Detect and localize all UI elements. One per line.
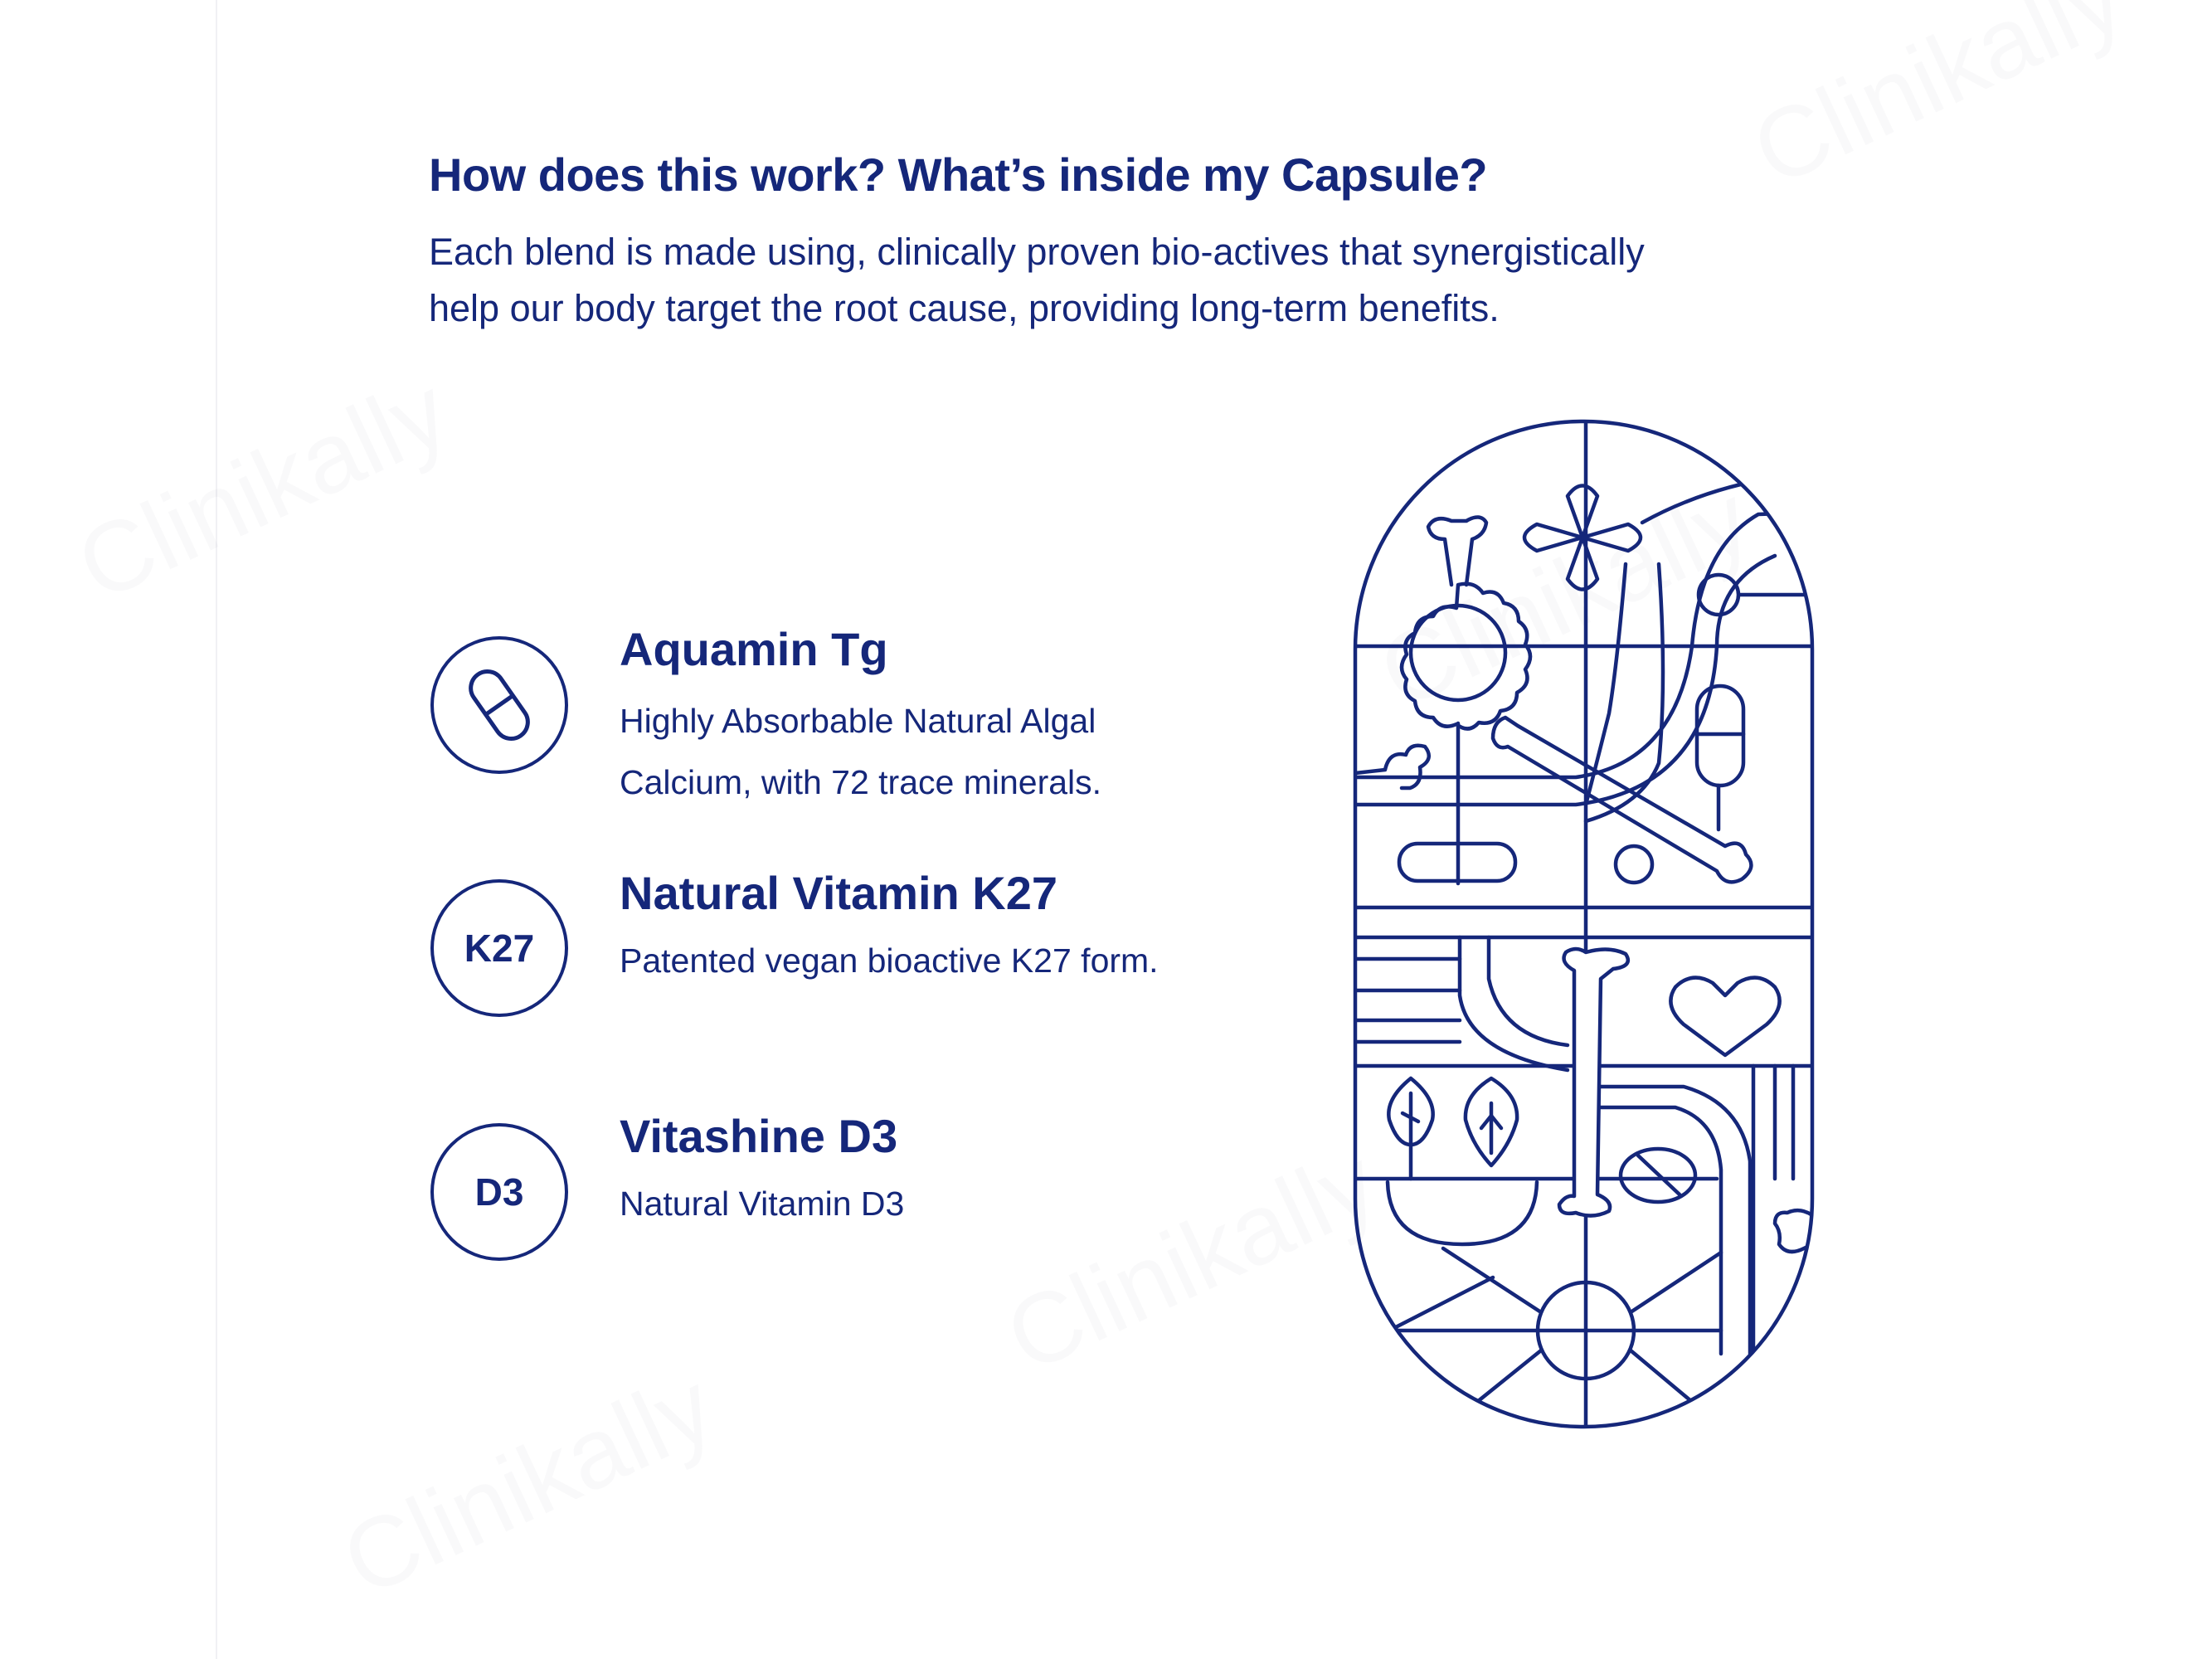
d3-badge: D3 xyxy=(430,1123,568,1261)
ingredient-description: Patented vegan bioactive K27 form. xyxy=(620,941,1159,980)
capsule-illustration xyxy=(1353,419,1815,1429)
pill-glyph-icon xyxy=(469,669,530,741)
watermark: Clinikally xyxy=(326,1349,730,1618)
ingredient-name: Aquamin Tg xyxy=(620,623,888,675)
ingredient-description: Highly Absorbable Natural Algal Calcium,… xyxy=(620,690,1101,813)
intro-text: Each blend is made using, clinically pro… xyxy=(429,224,1839,337)
page-edge-divider xyxy=(216,0,217,1659)
sun-circle xyxy=(1535,1280,1636,1381)
capsule-icon xyxy=(430,636,568,774)
intro-line: Each blend is made using, clinically pro… xyxy=(429,231,1645,273)
ingredient-description: Natural Vitamin D3 xyxy=(620,1185,905,1223)
desc-line: Calcium, with 72 trace minerals. xyxy=(620,763,1102,801)
ingredient-name: Natural Vitamin K27 xyxy=(620,867,1058,919)
desc-line: Highly Absorbable Natural Algal xyxy=(620,702,1096,740)
capsule-outline xyxy=(1353,419,1815,1429)
page-title: How does this work? What’s inside my Cap… xyxy=(429,148,1488,201)
k27-badge: K27 xyxy=(430,879,568,1017)
intro-line: help our body target the root cause, pro… xyxy=(429,287,1500,329)
watermark: Clinikally xyxy=(1736,0,2140,209)
watermark: Clinikally xyxy=(61,353,464,623)
ingredient-name: Vitashine D3 xyxy=(620,1110,898,1162)
